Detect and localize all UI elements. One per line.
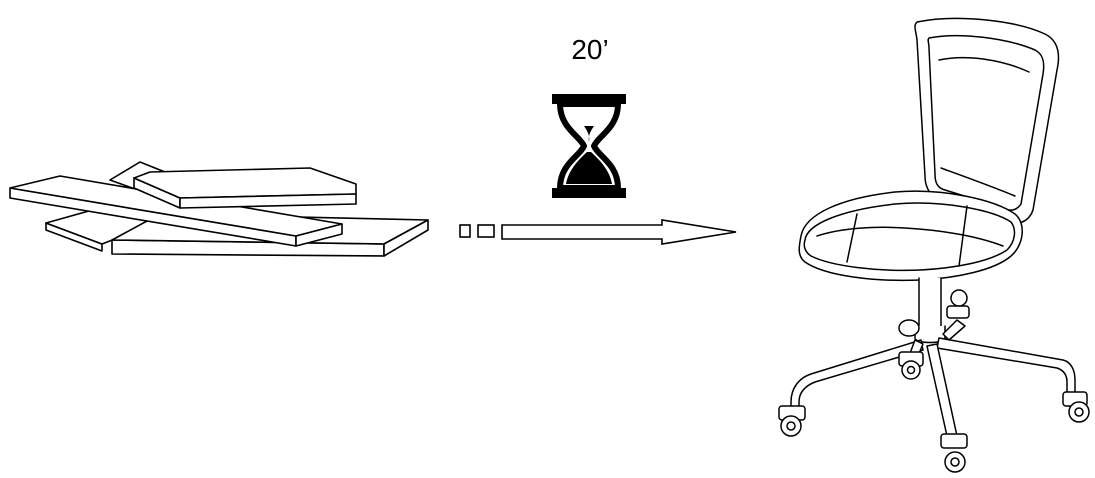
progress-arrow-icon	[459, 219, 737, 245]
hourglass-icon	[552, 94, 626, 198]
office-chair-icon	[778, 17, 1090, 473]
wooden-boards-icon	[9, 161, 429, 257]
assembly-time-label: 20’	[571, 34, 609, 65]
